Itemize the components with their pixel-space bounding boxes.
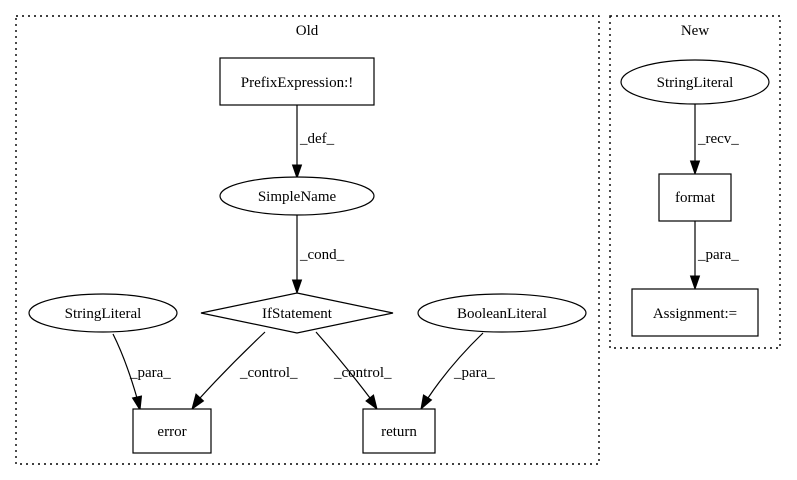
edge-para-error-arrowhead (131, 395, 143, 412)
edge-recv-arrowhead (689, 160, 701, 176)
node-error-label: error (157, 424, 186, 440)
edge-cond-arrowhead (291, 279, 303, 295)
cluster-new-label: New (681, 23, 709, 39)
node-return: return (362, 408, 436, 454)
node-if-statement-diamond (200, 292, 394, 334)
edge-para-return: _para_ (420, 332, 495, 411)
cluster-new: New (609, 15, 781, 349)
node-return-label: return (381, 424, 417, 440)
edge-control-return-line (315, 331, 371, 399)
node-format-box (658, 173, 732, 222)
node-simple-name-label: SimpleName (258, 189, 337, 205)
node-simple-name-ellipse (219, 176, 375, 216)
node-prefix-expression-box (219, 57, 375, 106)
edge-para-return-line (427, 332, 484, 399)
node-boolean-literal-ellipse (417, 293, 587, 333)
edge-para-assignment-label: _para_ (697, 247, 739, 263)
edge-cond: _cond_ (291, 215, 345, 295)
node-error: error (132, 408, 212, 454)
node-error-box (132, 408, 212, 454)
node-string-literal-old: StringLiteral (28, 293, 178, 333)
node-prefix-expression: PrefixExpression:! (219, 57, 375, 106)
node-if-statement: IfStatement (200, 292, 394, 334)
edge-para-assignment: _para_ (689, 221, 739, 291)
node-assignment-label: Assignment:= (653, 306, 737, 322)
cluster-new-border (609, 15, 781, 349)
node-boolean-literal-label: BooleanLiteral (457, 306, 547, 322)
node-string-literal-new-label: StringLiteral (657, 75, 734, 91)
edge-para-error-line (112, 333, 138, 399)
cluster-old-label: Old (296, 23, 319, 39)
node-if-statement-label: IfStatement (262, 306, 333, 322)
edge-para-return-label: _para_ (453, 365, 495, 381)
node-string-literal-old-ellipse (28, 293, 178, 333)
node-string-literal-new: StringLiteral (620, 59, 770, 105)
edge-def-label: _def_ (299, 131, 335, 147)
edge-para-error-label: _para_ (129, 365, 171, 381)
node-assignment-box (631, 288, 759, 337)
edge-control-return: _control_ (315, 331, 392, 411)
cluster-old-border (15, 15, 600, 465)
edge-cond-label: _cond_ (299, 247, 345, 263)
edge-def-arrowhead (291, 164, 303, 180)
edge-para-return-arrowhead (420, 394, 433, 411)
edge-control-error-line (199, 331, 266, 399)
node-prefix-expression-label: PrefixExpression:! (241, 75, 353, 91)
node-string-literal-old-label: StringLiteral (65, 306, 142, 322)
edge-recv: _recv_ (689, 104, 739, 176)
node-boolean-literal: BooleanLiteral (417, 293, 587, 333)
edge-control-error-arrowhead (191, 393, 205, 411)
edge-control-return-label: _control_ (333, 365, 392, 381)
edge-para-error: _para_ (112, 333, 171, 412)
node-assignment: Assignment:= (631, 288, 759, 337)
cluster-old: Old (15, 15, 600, 465)
node-return-box (362, 408, 436, 454)
node-format: format (658, 173, 732, 222)
node-simple-name: SimpleName (219, 176, 375, 216)
node-string-literal-new-ellipse (620, 59, 770, 105)
edge-control-return-arrowhead (365, 394, 378, 411)
edge-control-error: _control_ (191, 331, 298, 411)
edge-def: _def_ (291, 105, 335, 180)
edge-para-assignment-arrowhead (689, 275, 701, 291)
node-format-label: format (675, 190, 716, 206)
edge-recv-label: _recv_ (697, 131, 739, 147)
edge-control-error-label: _control_ (239, 365, 298, 381)
